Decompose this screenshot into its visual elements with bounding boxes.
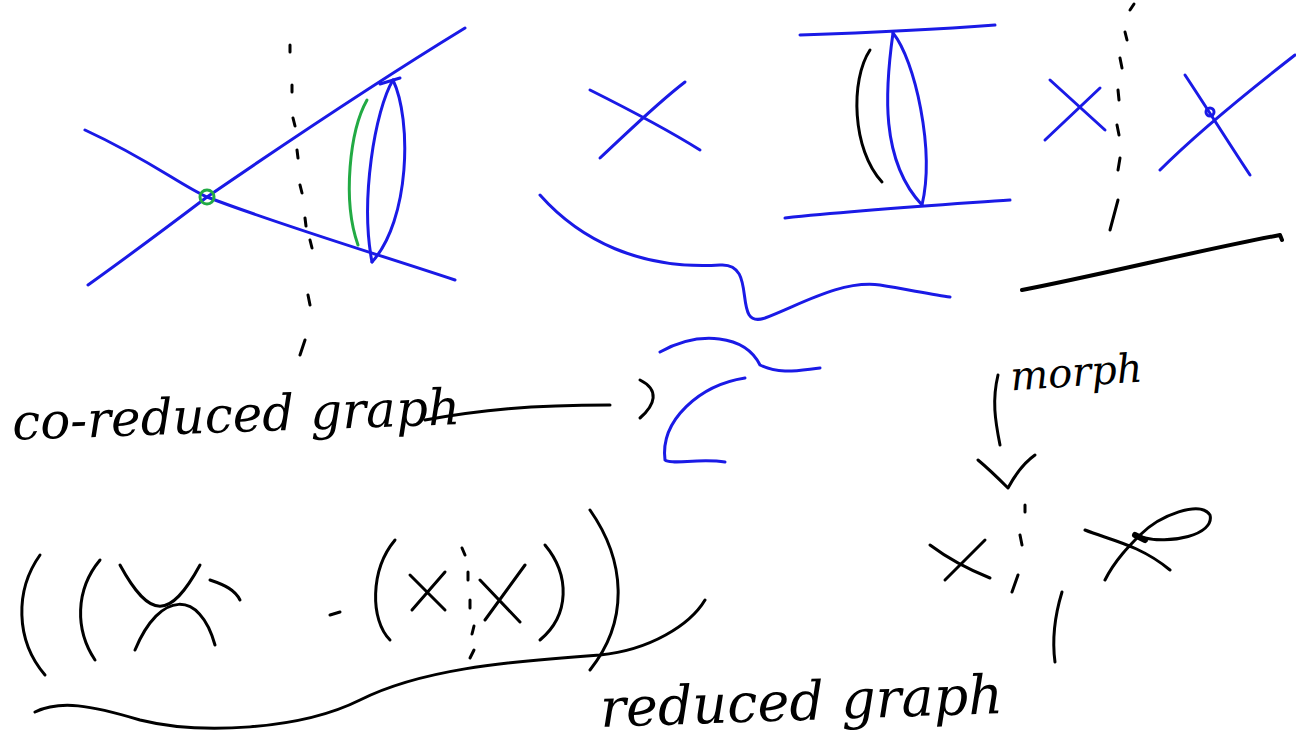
handwritten-label: reduced graph xyxy=(599,665,1004,738)
handwritten-label: co-reduced graph xyxy=(11,380,461,451)
handwritten-label: morph xyxy=(1009,345,1144,398)
